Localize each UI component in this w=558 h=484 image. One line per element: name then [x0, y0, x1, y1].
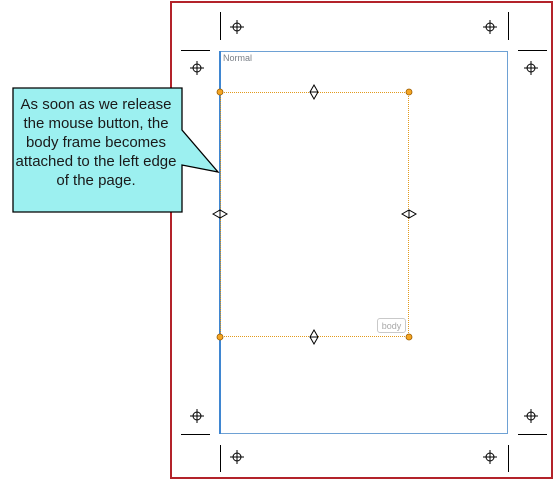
corner-handle-top-right[interactable] [405, 88, 413, 96]
page-outer-frame [170, 1, 553, 479]
body-frame-label: body [377, 318, 406, 333]
corner-handle-bottom-left[interactable] [216, 333, 224, 341]
registration-mark-icon [524, 409, 538, 423]
registration-mark-icon [230, 450, 244, 464]
vertical-resize-handle-icon[interactable] [309, 83, 319, 101]
registration-mark-icon [524, 61, 538, 75]
horizontal-resize-handle-icon[interactable] [400, 209, 418, 219]
registration-mark-icon [190, 409, 204, 423]
callout-text: As soon as we release the mouse button, … [15, 96, 177, 189]
corner-handle-top-left[interactable] [216, 88, 224, 96]
master-page-label: Normal [223, 53, 253, 63]
registration-mark-icon [230, 20, 244, 34]
registration-mark-icon [483, 450, 497, 464]
horizontal-resize-handle-icon[interactable] [211, 209, 229, 219]
crop-marks [181, 12, 547, 472]
registration-mark-icon [483, 20, 497, 34]
vertical-resize-handle-icon[interactable] [309, 328, 319, 346]
registration-mark-icon [190, 61, 204, 75]
corner-handle-bottom-right[interactable] [405, 333, 413, 341]
